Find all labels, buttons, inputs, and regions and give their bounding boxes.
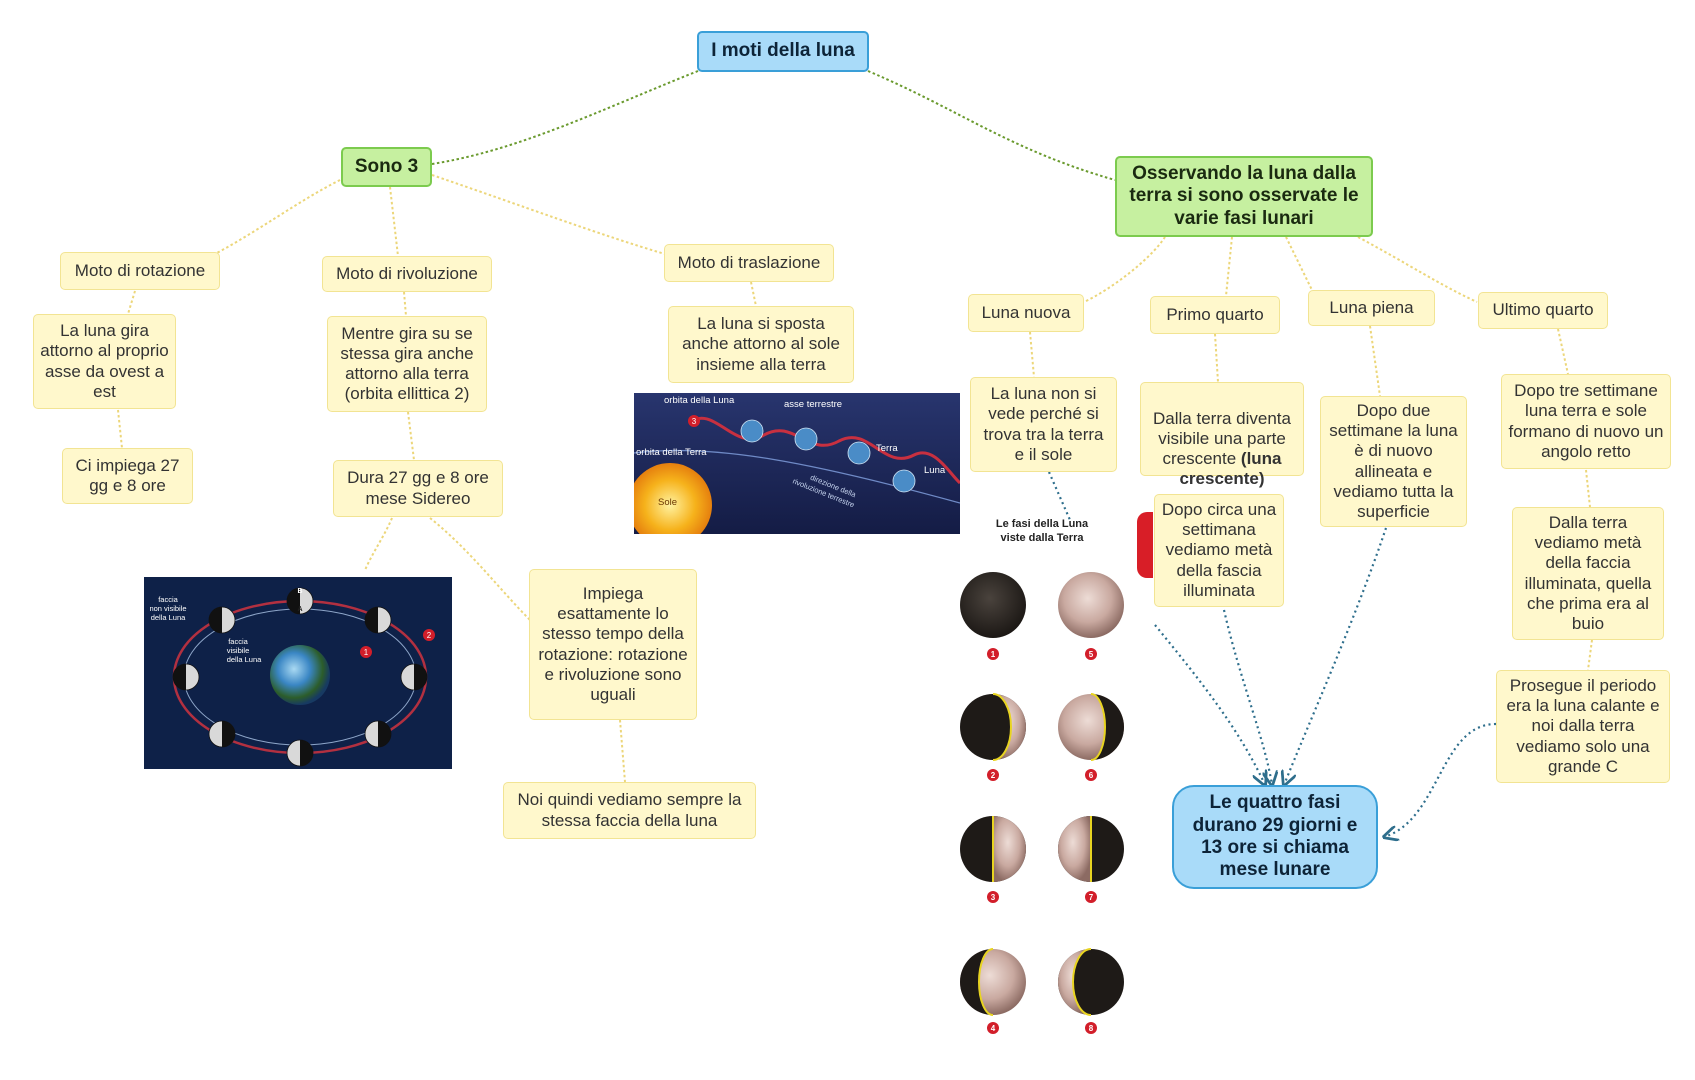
phase-7-last-quarter-icon (1058, 816, 1124, 882)
last-quarter-label[interactable]: Ultimo quarto (1478, 292, 1608, 329)
axis-label: asse terrestre (784, 399, 842, 410)
translation-desc[interactable]: La luna si sposta anche attorno al sole … (668, 306, 854, 383)
red-tab-decoration (1137, 512, 1153, 578)
rotation-desc[interactable]: La luna gira attorno al proprio asse da … (33, 314, 176, 409)
sun-label: Sole (658, 497, 677, 508)
earth-label: Terra (876, 443, 898, 454)
phase-8-icon (1058, 948, 1124, 1016)
last-quarter-desc3[interactable]: Prosegue il periodo era la luna calante … (1496, 670, 1670, 783)
hidden-face-l1: faccia (158, 595, 178, 604)
new-moon-desc[interactable]: La luna non si vede perché si trova tra … (970, 377, 1117, 472)
orbit-image: 1 2 B A faccia non visibile della Luna f… (144, 577, 452, 769)
visible-face-l2: visibile (227, 646, 250, 655)
revolution-label[interactable]: Moto di rivoluzione (322, 256, 492, 292)
sono3-node[interactable]: Sono 3 (341, 147, 432, 187)
phase-number-1: 1 (991, 650, 996, 659)
rotation-label[interactable]: Moto di rotazione (60, 252, 220, 290)
revolution-result[interactable]: Noi quindi vediamo sempre la stessa facc… (503, 782, 756, 839)
moon-label: Luna (924, 465, 946, 476)
earth-orbit-label: orbita della Terra (636, 447, 707, 458)
new-moon-label[interactable]: Luna nuova (968, 294, 1084, 332)
revolution-duration[interactable]: Dura 27 gg e 8 ore mese Sidereo (333, 460, 503, 517)
phases-image-title: Le fasi della Luna viste dalla Terra (995, 518, 1089, 545)
translation-image: 3 orbita della Luna orbita della Terra a… (634, 393, 960, 534)
link-title-phases (867, 70, 1116, 181)
hidden-face-l3: della Luna (151, 613, 186, 622)
translation-marker-3: 3 (692, 417, 697, 426)
link-sono3-revolution (389, 186, 399, 257)
title-node[interactable]: I moti della luna (697, 31, 869, 72)
phase-number-2: 2 (991, 771, 996, 780)
first-quarter-desc-text: Dalla terra diventa visibile una parte c… (1153, 409, 1291, 469)
orbit-marker-2: 2 (427, 631, 432, 640)
face-a-label: A (297, 606, 302, 613)
hidden-face-l2: non visibile (149, 604, 186, 613)
phase-3-first-quarter-icon (960, 816, 1026, 882)
sun-icon (634, 463, 712, 534)
phase-number-7: 7 (1089, 893, 1094, 902)
first-quarter-desc-bold: (luna crescente) (1179, 449, 1282, 489)
visible-face-l1: faccia (228, 637, 248, 646)
earth-icon (740, 419, 764, 443)
phase-4-icon (960, 948, 1026, 1016)
phases-image: 1 2 3 4 5 6 7 8 (955, 565, 1135, 1040)
summary-node[interactable]: Le quattro fasi durano 29 giorni e 13 or… (1172, 785, 1378, 889)
phase-1-new-moon-icon (960, 572, 1026, 638)
orbit-marker-1: 1 (364, 648, 369, 657)
phase-number-8: 8 (1089, 1024, 1094, 1033)
last-quarter-desc[interactable]: Dopo tre settimane luna terra e sole for… (1501, 374, 1671, 469)
phase-5-full-moon-icon (1058, 572, 1124, 638)
earth-icon (270, 645, 330, 705)
first-quarter-label[interactable]: Primo quarto (1150, 296, 1280, 334)
link-title-sono3 (431, 70, 699, 165)
full-moon-label[interactable]: Luna piena (1308, 290, 1435, 326)
full-moon-desc[interactable]: Dopo due settimane la luna è di nuovo al… (1320, 396, 1467, 527)
phase-2-icon (960, 693, 1026, 761)
phase-6-icon (1058, 693, 1124, 761)
first-quarter-desc[interactable]: Dalla terra diventa visibile una parte c… (1140, 382, 1304, 488)
revolution-desc[interactable]: Mentre gira su se stessa gira anche atto… (327, 316, 487, 412)
phase-number-5: 5 (1089, 650, 1094, 659)
phase-number-3: 3 (991, 893, 996, 902)
first-quarter-desc2[interactable]: Dopo circa una settimana vediamo metà de… (1154, 494, 1284, 607)
moon-orbit-label: orbita della Luna (664, 395, 735, 406)
translation-label[interactable]: Moto di traslazione (664, 244, 834, 282)
revolution-same-time[interactable]: Impiega esattamente lo stesso tempo dell… (529, 569, 697, 720)
link-sono3-rotation (214, 179, 341, 255)
rotation-time[interactable]: Ci impiega 27 gg e 8 ore (62, 448, 193, 504)
link-sono3-translation (431, 174, 666, 255)
phases-header-node[interactable]: Osservando la luna dalla terra si sono o… (1115, 156, 1373, 237)
visible-face-l3: della Luna (227, 655, 262, 664)
phase-number-6: 6 (1089, 771, 1094, 780)
face-b-label: B (297, 588, 302, 595)
last-quarter-desc2[interactable]: Dalla terra vediamo metà della faccia il… (1512, 507, 1664, 640)
phase-number-4: 4 (991, 1024, 996, 1033)
